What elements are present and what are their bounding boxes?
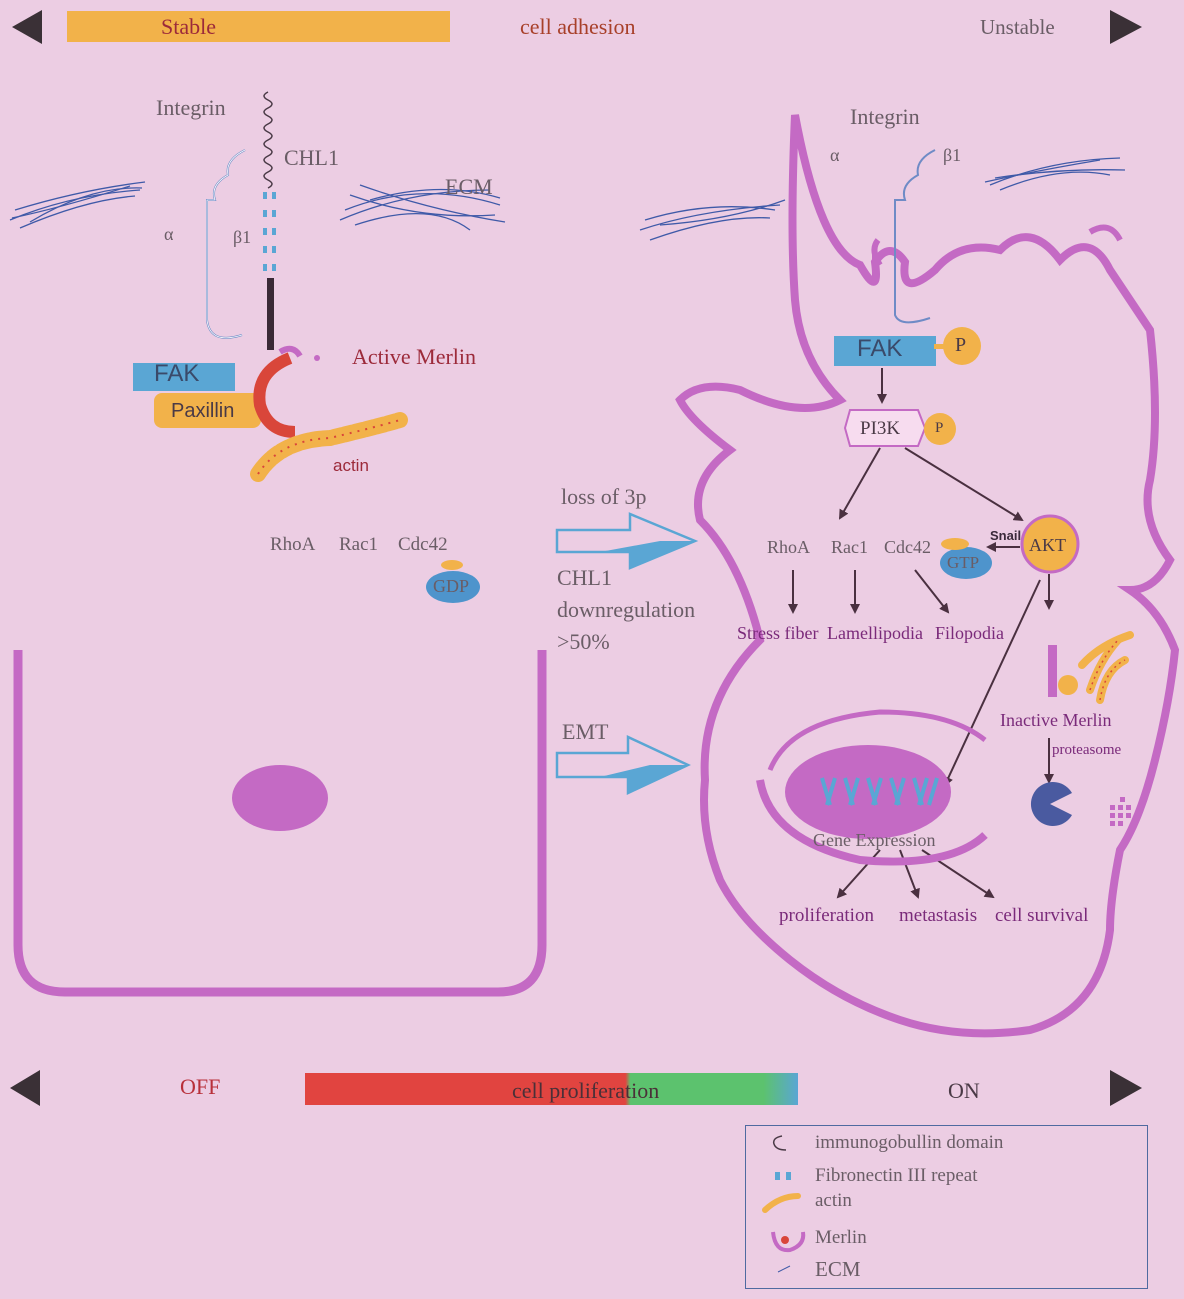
right-akt-label: AKT xyxy=(1029,535,1066,555)
emt-label: EMT xyxy=(562,719,609,744)
left-paxillin-label: Paxillin xyxy=(171,400,235,422)
legend-item-actin: actin xyxy=(815,1190,852,1211)
left-chl1-label: CHL1 xyxy=(284,145,339,170)
left-integrin-label: Integrin xyxy=(156,95,226,120)
legend-merlin-icon xyxy=(771,1231,806,1253)
right-gtpase-rac1: Rac1 xyxy=(831,537,868,557)
left-actin xyxy=(250,412,408,482)
right-fak-label: FAK xyxy=(857,335,903,362)
right-gtp-ellipse xyxy=(940,547,992,579)
right-dna xyxy=(820,777,939,806)
legend-ecm-icon xyxy=(777,1265,791,1273)
right-outcome-stress-fiber: Stress fiber xyxy=(737,623,819,643)
right-pi3k-p-label: P xyxy=(935,420,944,436)
loss-of-3p-label: loss of 3p xyxy=(561,484,647,509)
unstable-label: Unstable xyxy=(980,15,1055,39)
right-nucleus xyxy=(785,745,951,839)
right-inactive-merlin-label: Inactive Merlin xyxy=(1000,710,1112,730)
left-chl1-ig-domains xyxy=(263,91,273,189)
left-triangle-top xyxy=(12,10,42,44)
chl1-down-line3: >50% xyxy=(557,629,610,654)
chl1-down-line2: downregulation xyxy=(557,597,696,622)
left-beta-label: β1 xyxy=(233,227,252,247)
left-chl1-fn3-repeats xyxy=(263,192,276,271)
legend-item-ecm: ECM xyxy=(815,1257,861,1281)
legend-fn3-icon xyxy=(775,1172,791,1180)
right-proteasome-icon xyxy=(1030,782,1072,827)
legend-box xyxy=(745,1125,1148,1289)
left-actin-label: actin xyxy=(333,456,369,475)
right-integrin-label: Integrin xyxy=(850,104,920,129)
left-gtpase-rhoa: RhoA xyxy=(270,534,316,555)
left-chl1-transmembrane xyxy=(267,278,274,350)
left-gdp-label: GDP xyxy=(433,576,470,596)
right-triangle-top xyxy=(1110,10,1142,44)
legend-ig-icon xyxy=(772,1135,787,1151)
off-on-bar xyxy=(305,1073,798,1105)
stable-label: Stable xyxy=(161,14,216,39)
right-pi3k-box xyxy=(843,409,927,447)
left-paxillin-box xyxy=(154,393,261,428)
chl1-down-line1: CHL1 xyxy=(557,565,612,590)
legend-item-fn3: Fibronectin III repeat xyxy=(815,1165,978,1186)
right-degraded-fragments xyxy=(1110,797,1131,826)
right-actin-fragments xyxy=(1078,631,1134,704)
legend-actin-icon xyxy=(762,1193,801,1213)
on-label: ON xyxy=(948,1078,980,1103)
off-label: OFF xyxy=(180,1074,221,1099)
right-pi3k-p-circle xyxy=(924,413,956,445)
left-gdp-ellipse xyxy=(426,571,480,603)
left-ecm-label: ECM xyxy=(445,174,493,199)
left-merlin-shape xyxy=(253,352,296,438)
left-fak-box xyxy=(133,363,235,391)
right-fak-p-label: P xyxy=(955,334,967,356)
left-ecm-fibers xyxy=(9,181,506,231)
left-fak-label: FAK xyxy=(154,360,200,387)
legend-item-ig: immunogobullin domain xyxy=(815,1132,1004,1153)
right-result-cell-survival: cell survival xyxy=(995,905,1089,926)
right-gtpase-cdc42: Cdc42 xyxy=(884,537,931,557)
right-result-metastasis: metastasis xyxy=(899,905,978,926)
right-cell-membrane xyxy=(675,114,1180,1038)
right-proteasome-label: proteasome xyxy=(1052,742,1122,758)
left-cell-membrane xyxy=(13,650,547,997)
right-inactive-merlin xyxy=(1048,645,1057,697)
legend-item-merlin: Merlin xyxy=(815,1227,867,1248)
right-fak-p-circle xyxy=(943,327,981,365)
right-snail-label: Snail xyxy=(990,528,1022,543)
left-gtpase-cdc42: Cdc42 xyxy=(398,534,448,555)
left-nucleus xyxy=(232,765,328,831)
right-gtpase-rhoa: RhoA xyxy=(767,537,811,557)
cell-proliferation-label: cell proliferation xyxy=(512,1078,660,1103)
right-nucleus-envelope xyxy=(756,779,988,866)
right-triangle-bottom xyxy=(1110,1070,1142,1106)
right-outcome-filopodia: Filopodia xyxy=(935,623,1005,643)
cell-adhesion-label: cell adhesion xyxy=(520,14,636,39)
stable-bar xyxy=(67,11,450,42)
right-ecm-fibers xyxy=(639,157,1126,241)
right-akt-circle xyxy=(1020,514,1080,574)
right-fak-box xyxy=(834,336,936,366)
left-alpha-label: α xyxy=(164,224,174,244)
right-beta-label: β1 xyxy=(943,145,962,165)
right-integrin xyxy=(894,149,936,324)
right-gene-expression-label: Gene Expression xyxy=(813,830,936,850)
right-outcome-lamellipodia: Lamellipodia xyxy=(827,623,923,643)
right-alpha-label: α xyxy=(830,145,840,165)
left-gtpase-rac1: Rac1 xyxy=(339,534,379,555)
left-merlin-label: Active Merlin xyxy=(352,344,477,369)
left-triangle-bottom xyxy=(10,1070,40,1106)
right-pi3k-label: PI3K xyxy=(860,418,901,439)
right-gtp-label: GTP xyxy=(947,553,980,572)
right-result-proliferation: proliferation xyxy=(779,905,874,926)
